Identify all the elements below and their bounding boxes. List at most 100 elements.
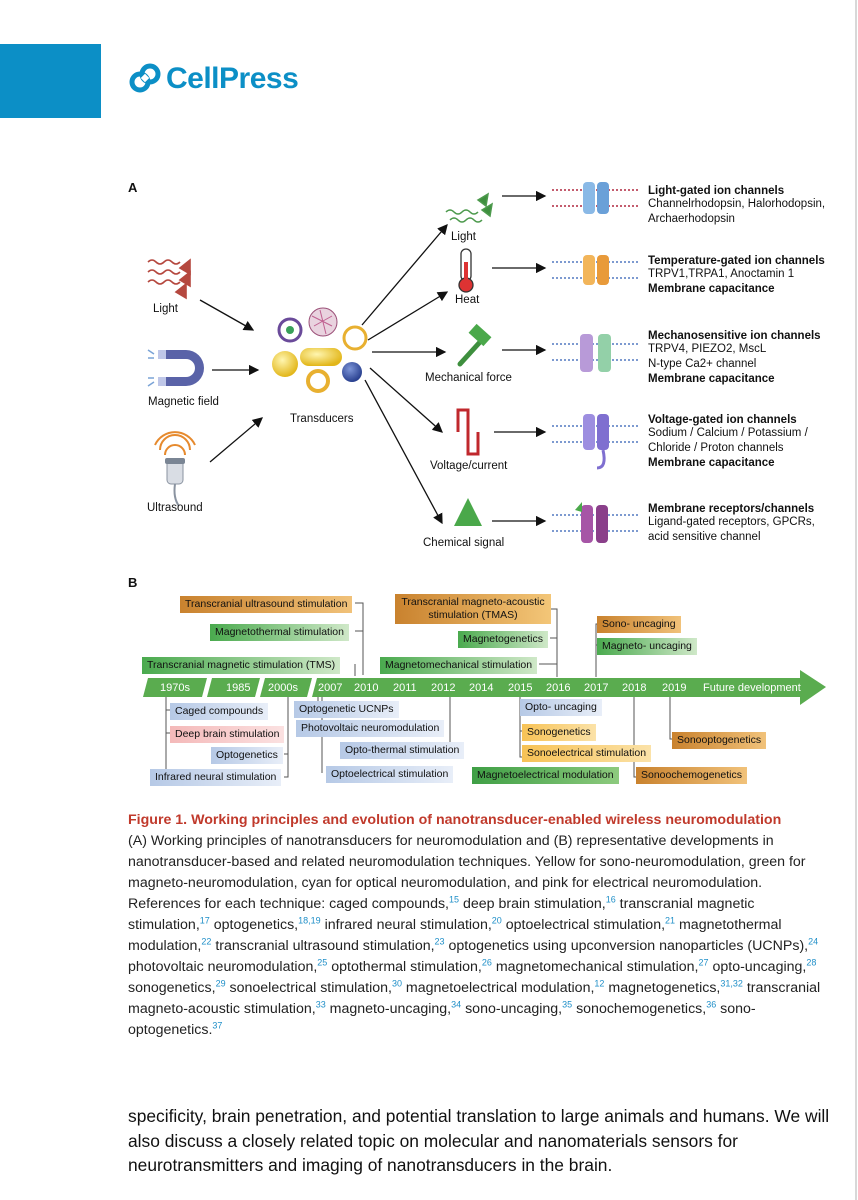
channel-line: N-type Ca2+ channel bbox=[648, 358, 757, 370]
output-label-heat: Heat bbox=[455, 294, 480, 306]
cellpress-logo-icon bbox=[129, 63, 161, 93]
reference-link[interactable]: 16 bbox=[605, 894, 616, 905]
timeline-graphic bbox=[143, 602, 826, 778]
timeline-year: 2019 bbox=[662, 682, 687, 694]
mechanosensitive-channel-icon bbox=[552, 334, 640, 372]
reference-link[interactable]: 15 bbox=[449, 894, 460, 905]
timeline-year: 1970s bbox=[160, 682, 190, 694]
timeline-year: 2015 bbox=[508, 682, 533, 694]
reference-link[interactable]: 29 bbox=[215, 978, 226, 989]
timeline-year: 2017 bbox=[584, 682, 609, 694]
reference-link[interactable]: 30 bbox=[391, 978, 402, 989]
voltage-pulse-icon bbox=[456, 408, 480, 456]
timeline-year: 2018 bbox=[622, 682, 647, 694]
ultrasound-icon bbox=[154, 431, 196, 507]
caption-text-segment: sono-uncaging, bbox=[461, 1001, 563, 1017]
page-edge-line bbox=[855, 0, 857, 1200]
reference-link[interactable]: 27 bbox=[698, 957, 709, 968]
channel-line: acid sensitive channel bbox=[648, 531, 761, 543]
caption-text-segment: deep brain stimulation, bbox=[459, 896, 606, 912]
channel-line: Sodium / Calcium / Potassium / bbox=[648, 427, 808, 439]
timeline-year: 2011 bbox=[393, 682, 417, 694]
timeline-tag: Magnetomechanical stimulation bbox=[380, 657, 538, 674]
magnet-icon bbox=[147, 349, 204, 387]
channel-bold-line: Membrane capacitance bbox=[648, 283, 775, 295]
caption-text-segment: sonochemogenetics, bbox=[572, 1001, 707, 1017]
panel-a-letter: A bbox=[128, 180, 138, 195]
reference-link[interactable]: 31,32 bbox=[720, 978, 743, 989]
reference-link[interactable]: 34 bbox=[451, 999, 462, 1010]
logo-text: CellPress bbox=[166, 62, 299, 95]
timeline-year: 2000s bbox=[268, 682, 298, 694]
channel-desc-temperature-gated: Temperature-gated ion channels TRPV1,TRP… bbox=[648, 255, 825, 297]
reference-link[interactable]: 18,19 bbox=[298, 915, 321, 926]
timeline-year: 1985 bbox=[226, 682, 251, 694]
caption-text-segment: magnetomechanical stimulation, bbox=[491, 959, 699, 975]
input-label-light: Light bbox=[153, 303, 178, 315]
reference-link[interactable]: 17 bbox=[199, 915, 210, 926]
reference-link[interactable]: 21 bbox=[665, 915, 676, 926]
caption-text-segment: transcranial magnetic stimulation, bbox=[128, 896, 755, 933]
caption-title: Figure 1. Working principles and evoluti… bbox=[128, 812, 782, 828]
caption-text-segment: sonogenetics, bbox=[128, 980, 216, 996]
caption-text-segment: magnetothermal modulation, bbox=[128, 917, 782, 954]
reference-link[interactable]: 35 bbox=[562, 999, 573, 1010]
hammer-icon bbox=[457, 323, 492, 367]
timeline-year: 2012 bbox=[431, 682, 456, 694]
cellpress-logo: CellPress bbox=[128, 62, 299, 96]
timeline-tag-line: Transcranial magneto-acoustic bbox=[401, 596, 545, 608]
reference-link[interactable]: 24 bbox=[808, 936, 819, 947]
channel-desc-voltage-gated: Voltage-gated ion channels Sodium / Calc… bbox=[648, 414, 808, 471]
channel-title: Mechanosensitive ion channels bbox=[648, 330, 821, 342]
output-label-chemical-signal: Chemical signal bbox=[423, 537, 505, 549]
reference-link[interactable]: 22 bbox=[201, 936, 212, 947]
input-label-magnetic-field: Magnetic field bbox=[148, 396, 219, 408]
channel-line: TRPV1,TRPA1, Anoctamin 1 bbox=[648, 268, 795, 280]
timeline-tag: Photovoltaic neuromodulation bbox=[296, 720, 445, 737]
output-label-light: Light bbox=[451, 231, 476, 243]
reference-link[interactable]: 23 bbox=[434, 936, 445, 947]
temperature-gated-channel-icon bbox=[552, 255, 640, 285]
channel-desc-light-gated: Light-gated ion channels Channelrhodopsi… bbox=[648, 185, 825, 227]
timeline-year: Future development bbox=[703, 682, 801, 694]
timeline-tag-line: stimulation (TMAS) bbox=[428, 609, 518, 621]
timeline-tag: Magnetoelectrical modulation bbox=[472, 767, 619, 784]
timeline-tag: Caged compounds bbox=[170, 703, 269, 720]
caption-text-segment: optogenetics, bbox=[209, 917, 299, 933]
timeline-tag: Optogenetic UCNPs bbox=[294, 701, 399, 718]
reference-link[interactable]: 26 bbox=[481, 957, 492, 968]
channel-line: Ligand-gated receptors, GPCRs, bbox=[648, 516, 815, 528]
reference-link[interactable]: 28 bbox=[806, 957, 817, 968]
caption-body: (A) Working principles of nanotransducer… bbox=[128, 833, 820, 1038]
reference-link[interactable]: 20 bbox=[491, 915, 502, 926]
channel-bold-line: Membrane capacitance bbox=[648, 373, 775, 385]
channel-title: Membrane receptors/channels bbox=[648, 503, 815, 515]
figure-caption: Figure 1. Working principles and evoluti… bbox=[128, 810, 833, 1041]
reference-link[interactable]: 33 bbox=[315, 999, 326, 1010]
reference-link[interactable]: 36 bbox=[706, 999, 717, 1010]
reference-link[interactable]: 37 bbox=[212, 1020, 223, 1031]
input-label-ultrasound: Ultrasound bbox=[147, 502, 203, 514]
timeline-tag: Sonooptogenetics bbox=[672, 732, 767, 749]
timeline-tag: Infrared neural stimulation bbox=[150, 769, 282, 786]
timeline-bar bbox=[143, 670, 826, 705]
caption-text-segment: sono-optogenetics. bbox=[128, 1001, 756, 1038]
timeline-tag: Sonoochemogenetics bbox=[636, 767, 747, 784]
channel-bold-line: Membrane capacitance bbox=[648, 457, 775, 469]
channel-title: Light-gated ion channels bbox=[648, 185, 785, 197]
timeline-year: 2007 bbox=[318, 682, 343, 694]
chemical-triangle-icon bbox=[454, 498, 482, 526]
timeline-tag: Opto-thermal stimulation bbox=[340, 742, 465, 759]
caption-text-segment: optoelectrical stimulation, bbox=[501, 917, 666, 933]
caption-text-segment: photovoltaic neuromodulation, bbox=[128, 959, 318, 975]
caption-text-segment: infrared neural stimulation, bbox=[320, 917, 492, 933]
reference-link[interactable]: 12 bbox=[594, 978, 605, 989]
timeline-year: 2010 bbox=[354, 682, 379, 694]
light-gated-channel-icon bbox=[552, 182, 640, 214]
channel-title: Voltage-gated ion channels bbox=[648, 414, 797, 426]
channel-desc-mechanosensitive: Mechanosensitive ion channels TRPV4, PIE… bbox=[648, 330, 821, 387]
reference-link[interactable]: 25 bbox=[317, 957, 328, 968]
caption-text-segment: sonoelectrical stimulation, bbox=[225, 980, 392, 996]
timeline-tag: Optoelectrical stimulation bbox=[326, 766, 454, 783]
channel-desc-membrane-receptors: Membrane receptors/channels Ligand-gated… bbox=[648, 503, 815, 545]
